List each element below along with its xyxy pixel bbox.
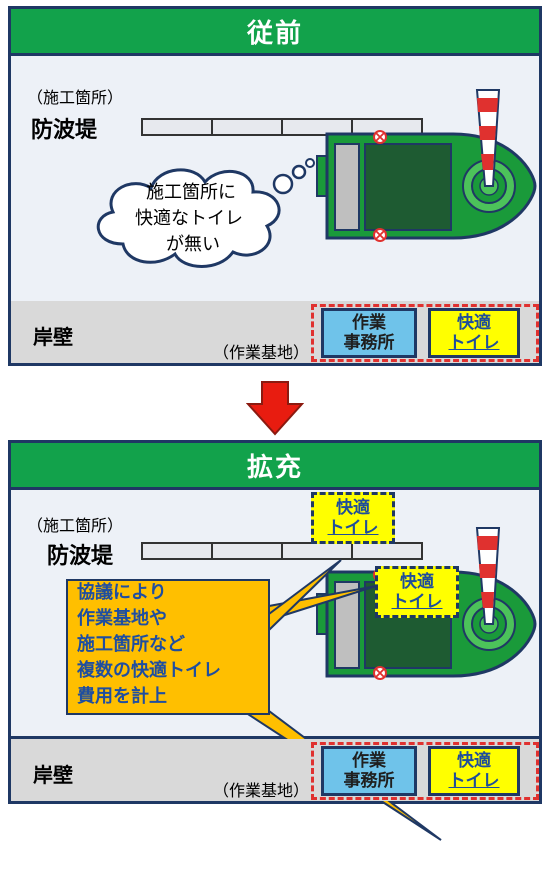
work-base-group bbox=[311, 304, 539, 362]
panel-after: 拡充 （施工箇所） 防波堤 bbox=[8, 440, 542, 841]
callout-line-4: 複数の快適トイレ bbox=[77, 660, 221, 682]
office-line-2: 事務所 bbox=[343, 771, 395, 791]
breakwater bbox=[141, 118, 423, 136]
panel-before: 従前 （施工箇所） 防波堤 施工箇所に 快適なトイレ が無い bbox=[8, 6, 542, 366]
quay-label: 岸壁 bbox=[33, 763, 73, 787]
toilet-line-1: 快適 bbox=[457, 750, 491, 771]
thought-cloud-icon: 施工箇所に 快適なトイレ が無い bbox=[96, 158, 315, 268]
crane-icon bbox=[475, 527, 501, 625]
breakwater-label: 防波堤 bbox=[31, 118, 98, 143]
toilet-line-2: トイレ bbox=[448, 333, 500, 353]
ship-icon bbox=[316, 89, 537, 242]
toilet-line-2: トイレ bbox=[448, 771, 500, 791]
site-label: （施工箇所） bbox=[27, 516, 124, 535]
quay-area-after: 岸壁 （作業基地） 作業 事務所 快適 トイレ bbox=[11, 739, 539, 801]
down-arrow-icon bbox=[246, 381, 304, 436]
office-box: 作業 事務所 bbox=[321, 746, 417, 796]
crane-icon bbox=[475, 89, 501, 187]
office-line-1: 作業 bbox=[352, 750, 386, 771]
toilet-line-1: 快適 bbox=[457, 312, 491, 333]
toilet-line-1: 快適 bbox=[336, 497, 370, 518]
panel-header-after: 拡充 bbox=[11, 443, 539, 487]
thought-line-1: 施工箇所に bbox=[146, 182, 236, 203]
panel-header-before: 従前 bbox=[11, 9, 539, 53]
toilet-line-2: トイレ bbox=[327, 518, 379, 538]
callout-line-2: 作業基地や bbox=[77, 608, 167, 630]
callout-line-3: 施工箇所など bbox=[77, 634, 185, 656]
thought-line-2: 快適なトイレ bbox=[135, 208, 243, 229]
callout-shape bbox=[66, 559, 442, 841]
site-label: （施工箇所） bbox=[27, 88, 124, 107]
toilet-line-2: トイレ bbox=[391, 592, 443, 612]
base-label: （作業基地） bbox=[213, 781, 310, 800]
callout-text: 協議により 作業基地や 施工箇所など 複数の快適トイレ 費用を計上 bbox=[77, 580, 221, 710]
work-base-group bbox=[311, 742, 539, 800]
office-line-1: 作業 bbox=[352, 312, 386, 333]
quay-label: 岸壁 bbox=[33, 325, 73, 349]
thought-line-3: が無い bbox=[166, 234, 220, 255]
sea-area-before: （施工箇所） 防波堤 施工箇所に 快適なトイレ が無い bbox=[11, 53, 539, 305]
callout-line-5: 費用を計上 bbox=[77, 686, 167, 708]
base-label: （作業基地） bbox=[213, 343, 310, 362]
office-box: 作業 事務所 bbox=[321, 308, 417, 358]
toilet-box-quay: 快適 トイレ bbox=[428, 746, 520, 796]
toilet-box-quay: 快適 トイレ bbox=[428, 308, 520, 358]
office-line-2: 事務所 bbox=[343, 333, 395, 353]
sea-area-after: （施工箇所） 防波堤 快適 bbox=[11, 487, 539, 841]
toilet-line-1: 快適 bbox=[400, 571, 434, 592]
breakwater bbox=[141, 542, 423, 560]
toilet-box-breakwater: 快適 トイレ bbox=[311, 492, 395, 544]
quay-area-before: 岸壁 （作業基地） 作業 事務所 快適 トイレ bbox=[11, 301, 539, 363]
callout-line-1: 協議により bbox=[77, 582, 167, 603]
breakwater-label: 防波堤 bbox=[47, 544, 114, 569]
toilet-box-ship: 快適 トイレ bbox=[375, 566, 459, 618]
